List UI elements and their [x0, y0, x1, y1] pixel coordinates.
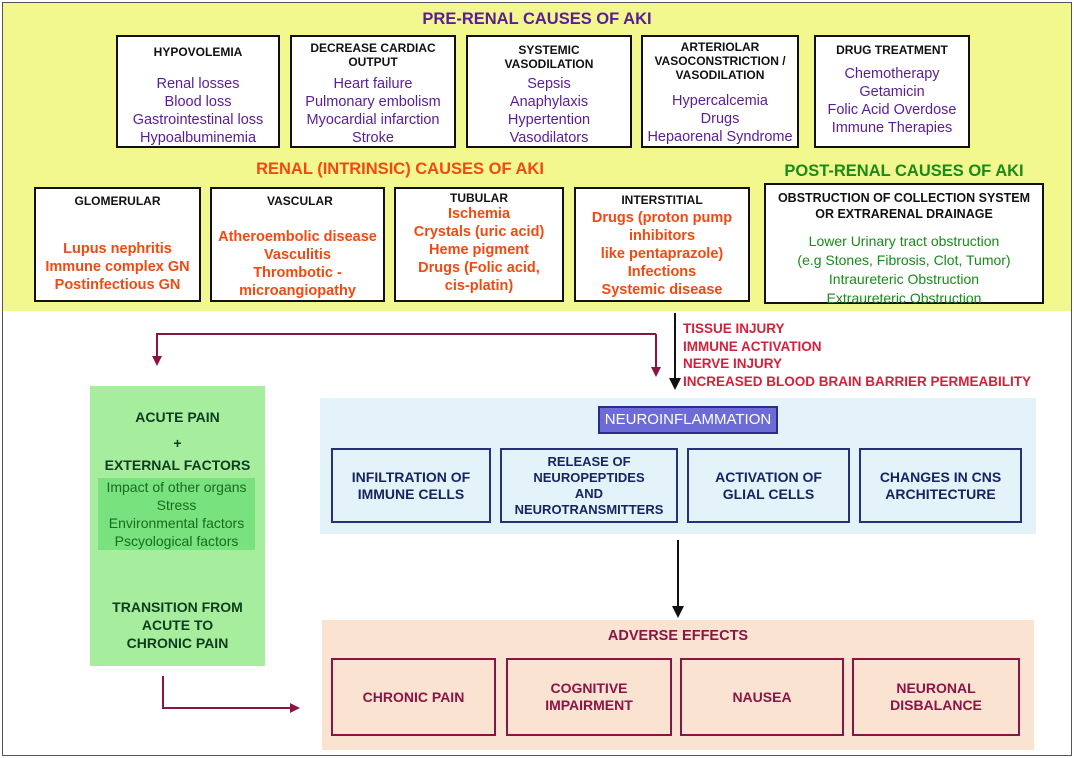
box-heading: TUBULAR [450, 191, 508, 205]
plus-sign: + [173, 435, 182, 451]
neuroinflammation-title: NEUROINFLAMMATION [598, 406, 778, 434]
acute-pain-label: ACUTE PAIN [135, 409, 220, 425]
box-heading: VASCULAR [267, 194, 333, 208]
box-heading: DRUG TREATMENT [836, 43, 948, 57]
box-heading: INTERSTITIAL [621, 193, 703, 207]
external-factors-label: EXTERNAL FACTORS [104, 457, 251, 473]
chronic-pain-box: CHRONIC PAIN [331, 658, 496, 736]
pre-renal-title: PRE-RENAL CAUSES OF AKI [422, 10, 652, 28]
post-renal-title: POST-RENAL CAUSES OF AKI [784, 162, 1024, 180]
renal-title: RENAL (INTRINSIC) CAUSES OF AKI [256, 160, 544, 178]
adverse-effects-title: ADVERSE EFFECTS [607, 628, 749, 644]
box-heading: GLOMERULAR [74, 194, 161, 208]
arrow-pain-to-adverse [162, 676, 300, 713]
nausea-box: NAUSEA [680, 658, 844, 736]
adverse-effects-panel [322, 620, 1034, 750]
box-heading: HYPOVOLEMIA [153, 45, 243, 59]
arrow-to-pain [152, 333, 656, 366]
box-items: Lower Urinary tract obstruction(e.g Ston… [797, 233, 1011, 306]
